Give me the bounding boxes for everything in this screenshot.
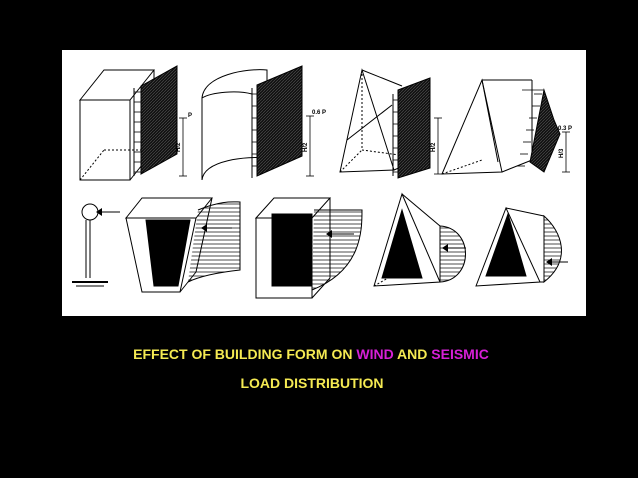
caption-wind: WIND: [356, 346, 394, 362]
label-p-box: P: [188, 113, 192, 119]
caption-line-2: LOAD DISTRIBUTION: [240, 375, 384, 391]
label-h2-prism: H/2: [431, 142, 437, 152]
label-p-half-cylinder: 0.6 P: [312, 110, 326, 116]
label-h2-box: H/2: [176, 142, 182, 152]
caption-line-1: EFFECT OF BUILDING FORM ON WIND AND SEIS…: [0, 346, 630, 362]
seismic-box-figure: [254, 197, 363, 299]
seismic-pyramid-figure: [475, 206, 568, 287]
seismic-trapezoid-figure: [124, 197, 241, 293]
caption-seismic: SEISMIC: [431, 346, 489, 362]
wind-pyramid-figure: [441, 78, 570, 175]
seismic-prism-figure: [373, 192, 466, 287]
building-form-diagram: P H/2 0.6 P H/2 H/2 0.3 P H/3: [62, 50, 586, 316]
label-p-pyramid: 0.3 P: [558, 126, 572, 132]
wind-prism-figure: [339, 68, 442, 179]
wind-half-cylinder-figure: [201, 65, 314, 181]
label-h3-pyramid: H/3: [559, 148, 565, 158]
caption-text-a: EFFECT OF BUILDING FORM ON: [133, 346, 357, 362]
wind-box-figure: [78, 65, 187, 181]
caption-text-b: AND: [393, 346, 432, 362]
seismic-pendulum-figure: [72, 203, 120, 287]
label-h2-half-cylinder: H/2: [303, 142, 309, 152]
